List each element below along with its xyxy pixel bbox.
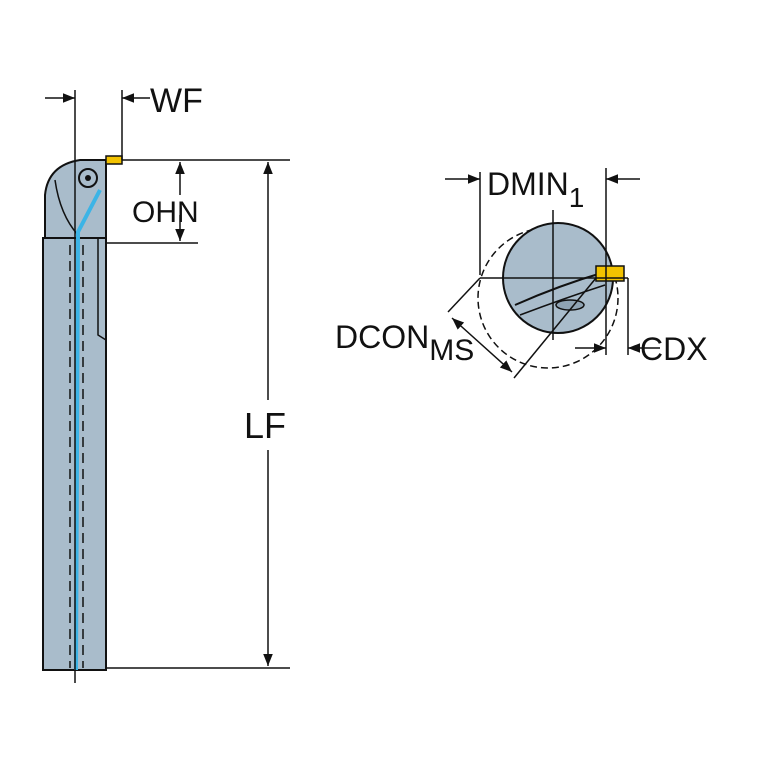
cdx-label: CDX <box>640 331 708 367</box>
ohn-label: OHN <box>132 196 199 229</box>
dmin-label: DMIN1 <box>487 166 584 213</box>
side-view: WF OHN LF <box>42 82 290 683</box>
insert <box>105 155 123 165</box>
end-view: DMIN1 CDX DCONMS <box>335 166 708 379</box>
dcon-label: DCONMS <box>335 319 474 367</box>
lf-label: LF <box>244 405 286 446</box>
wf-label: WF <box>150 82 203 120</box>
min-bore-circle <box>477 227 619 369</box>
coolant-channel <box>74 189 102 671</box>
